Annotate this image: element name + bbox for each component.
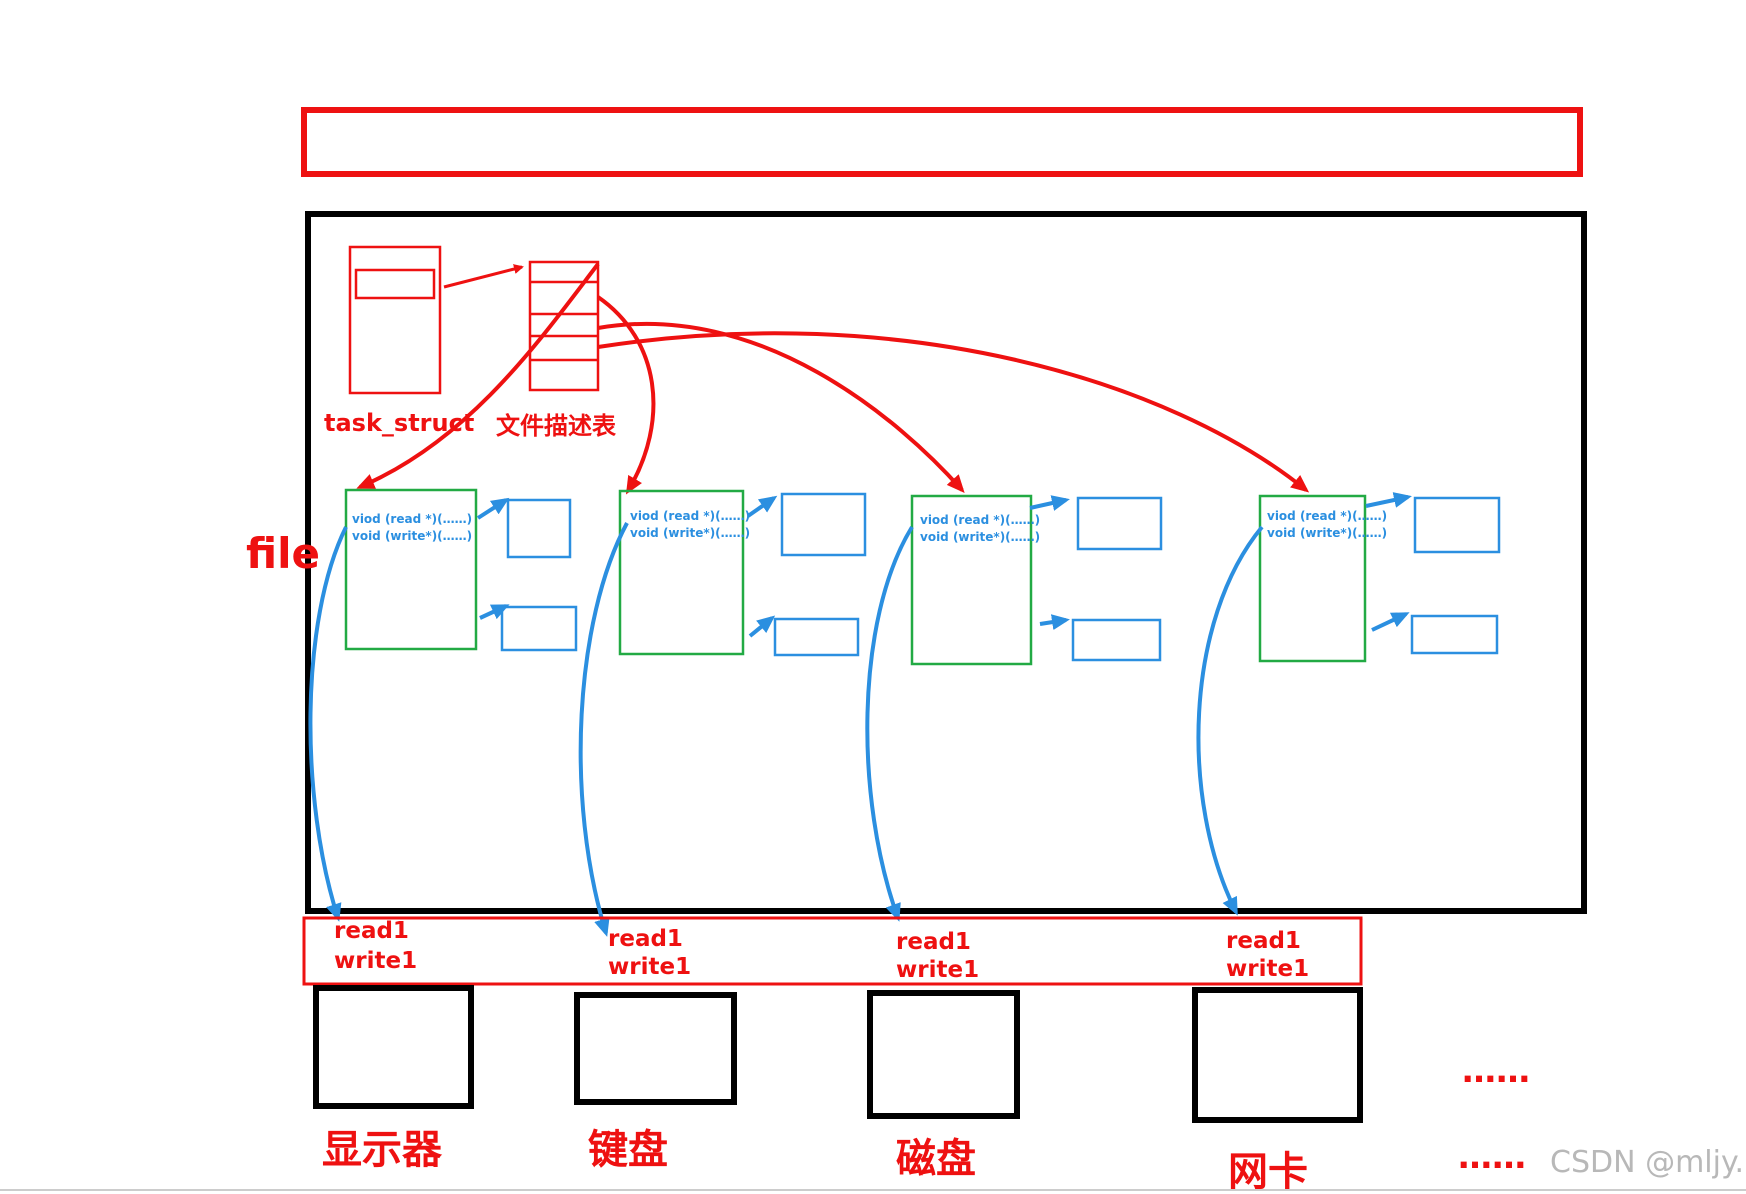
file-buffer-box	[1410, 614, 1499, 655]
fd-to-file-arrow-3	[597, 321, 965, 493]
file-buffer-box	[506, 498, 572, 559]
file-buffer-box	[500, 605, 578, 652]
file-object-1: viod (read *)(……) void (write*)(……)	[344, 488, 578, 652]
file-buffer-box	[780, 492, 867, 557]
fd-to-file-arrow-2	[596, 295, 656, 495]
driver-function-bar	[302, 916, 1363, 986]
file-object-read-line: viod (read *)(……)	[352, 512, 472, 526]
top-red-bar	[301, 107, 1583, 177]
file-object-4: viod (read *)(……) void (write*)(……)	[1258, 492, 1501, 663]
device-label-nic: 网卡	[1228, 1149, 1308, 1194]
task-struct-box	[348, 245, 442, 395]
driver-read-label: read1	[608, 926, 683, 952]
device-label-display: 显示器	[322, 1127, 443, 1173]
driver-read-label: read1	[896, 929, 971, 955]
file-to-driver-arrow-3	[865, 525, 914, 922]
driver-write-label: write1	[1226, 956, 1309, 982]
fd-table	[528, 260, 600, 392]
file-buffer-box	[1071, 618, 1162, 662]
device-box-display	[313, 985, 474, 1109]
device-label-keyboard: 键盘	[588, 1127, 668, 1173]
file-buffer-box	[773, 617, 860, 657]
device-box-keyboard	[574, 992, 737, 1105]
fd-table-label: 文件描述表	[496, 412, 617, 440]
file-object-read-line: viod (read *)(……)	[920, 513, 1040, 527]
file-buffer-box	[1076, 496, 1163, 551]
file-object-write-line: void (write*)(……)	[352, 529, 472, 543]
driver-write-label: write1	[896, 957, 979, 983]
task-struct-label: task_struct	[324, 409, 474, 437]
file-to-driver-arrow-1	[308, 526, 348, 922]
file-object-write-line: void (write*)(……)	[630, 526, 750, 540]
file-to-driver-arrow-4	[1196, 525, 1264, 916]
ellipsis-lower: ……	[1458, 1137, 1526, 1177]
file-object-3: viod (read *)(……) void (write*)(……)	[910, 494, 1163, 666]
fd-to-file-arrow-1	[356, 262, 600, 489]
file-label: file	[246, 529, 320, 578]
file-object-read-line: viod (read *)(……)	[1267, 509, 1387, 523]
ellipsis-upper: ……	[1462, 1051, 1530, 1091]
file-buffer-box	[1413, 496, 1501, 554]
device-box-nic	[1192, 987, 1363, 1123]
driver-read-label: read1	[1226, 928, 1301, 954]
file-object-write-line: void (write*)(……)	[920, 530, 1040, 544]
watermark: CSDN @mljy.	[1550, 1145, 1744, 1180]
driver-read-label: read1	[334, 918, 409, 944]
kernel-box	[305, 211, 1587, 914]
file-to-driver-arrow-2	[578, 522, 629, 937]
file-object-write-line: void (write*)(……)	[1267, 526, 1387, 540]
device-label-disk: 磁盘	[896, 1136, 976, 1182]
driver-write-label: write1	[608, 954, 691, 980]
file-object-read-line: viod (read *)(……)	[630, 509, 750, 523]
file-object-2: viod (read *)(……) void (write*)(……)	[618, 489, 867, 657]
driver-write-label: write1	[334, 948, 417, 974]
task-to-fd-arrow	[443, 264, 524, 289]
device-box-disk	[867, 990, 1020, 1119]
fd-to-file-arrow-4	[597, 331, 1310, 493]
